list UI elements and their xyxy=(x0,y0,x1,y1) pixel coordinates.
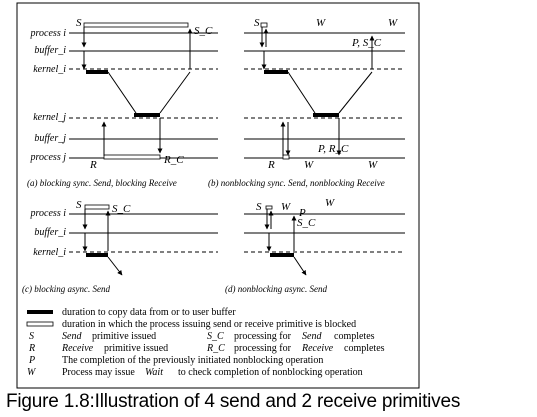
legend-w-key: W xyxy=(27,367,37,378)
legend-p-text: The completion of the previously initiat… xyxy=(62,355,323,366)
label-R: R xyxy=(267,159,275,171)
row-label-process-i: process i xyxy=(30,208,67,219)
legend-w-text2: to check completion of nonblocking opera… xyxy=(178,367,363,378)
label-S: S xyxy=(256,201,262,213)
panel-c: process i buffer_i kernel_i S S_C (c) bl… xyxy=(22,199,218,294)
blocked-bar xyxy=(260,22,268,28)
label-W: W xyxy=(368,159,378,171)
label-P: P xyxy=(298,207,306,219)
copy-bar xyxy=(270,253,294,257)
legend-s-name: Send xyxy=(62,331,82,342)
legend-rc-text1: processing for xyxy=(234,343,292,354)
legend-s-text: primitive issued xyxy=(92,331,156,342)
caption-panel-b: (b) nonblocking sync. Send, nonblocking … xyxy=(208,178,385,188)
legend: duration to copy data from or to user bu… xyxy=(26,307,385,378)
row-label-kernel-i: kernel_i xyxy=(33,64,66,75)
copy-bar xyxy=(134,113,160,117)
legend-r-key: R xyxy=(28,343,35,354)
row-label-kernel-j: kernel_j xyxy=(33,112,66,123)
copy-bar xyxy=(264,70,288,74)
blocked-bar xyxy=(265,205,273,210)
copy-bar xyxy=(86,70,108,74)
panel-d: S W W P S_C (d) nonblocking async. Send xyxy=(225,197,405,294)
panel-a: process i buffer_i kernel_i kernel_j buf… xyxy=(27,17,218,188)
copy-bar xyxy=(313,113,339,117)
legend-copy-swatch xyxy=(27,310,53,314)
label-R: R xyxy=(89,159,97,171)
label-P-R_C: P, R_C xyxy=(317,143,349,155)
legend-sc-text2: completes xyxy=(334,331,375,342)
label-P-S_C: P, S_C xyxy=(351,37,382,49)
label-S: S xyxy=(76,17,82,29)
legend-rc-key: R_C xyxy=(206,343,225,354)
figure-border xyxy=(16,2,420,389)
arrow xyxy=(159,71,191,114)
row-label-buffer-i: buffer_i xyxy=(34,45,66,56)
blocked-bar xyxy=(84,204,110,210)
legend-rc-name: Receive xyxy=(301,343,334,354)
label-W: W xyxy=(304,159,314,171)
row-label-process-j: process j xyxy=(30,152,67,163)
legend-p-key: P xyxy=(28,355,35,366)
label-R_C: R_C xyxy=(163,154,184,166)
row-label-buffer-j: buffer_j xyxy=(34,133,66,144)
legend-sc-name: Send xyxy=(302,331,322,342)
copy-bar xyxy=(86,253,108,257)
label-W: W xyxy=(316,17,326,29)
row-label-buffer-i: buffer_i xyxy=(34,227,66,238)
caption-panel-d: (d) nonblocking async. Send xyxy=(225,284,327,294)
row-label-process-i: process i xyxy=(30,28,67,39)
arrow xyxy=(287,71,316,114)
legend-r-name: Receive xyxy=(61,343,94,354)
arrow xyxy=(107,256,123,276)
blocked-bar xyxy=(83,22,189,28)
label-S: S xyxy=(76,199,82,211)
figure-caption: Figure 1.8:Illustration of 4 send and 2 … xyxy=(6,391,461,412)
legend-w-name: Wait xyxy=(145,367,163,378)
label-S_C: S_C xyxy=(194,25,213,37)
label-W: W xyxy=(325,197,335,209)
legend-sc-text1: processing for xyxy=(234,331,292,342)
label-W: W xyxy=(281,201,291,213)
label-W: W xyxy=(388,17,398,29)
legend-rc-text2: completes xyxy=(344,343,385,354)
legend-w-text1: Process may issue xyxy=(62,367,135,378)
legend-s-key: S xyxy=(29,331,34,342)
label-S_C: S_C xyxy=(112,203,131,215)
blocked-bar xyxy=(103,154,161,160)
legend-copy-text: duration to copy data from or to user bu… xyxy=(62,307,236,318)
arrow xyxy=(338,71,373,114)
panel-b: S W W P, S_C R W W P, R_C (b) nonblockin… xyxy=(208,17,405,188)
row-label-kernel-i: kernel_i xyxy=(33,247,66,258)
arrow xyxy=(107,71,137,114)
caption-panel-a: (a) blocking sync. Send, blocking Receiv… xyxy=(27,178,177,188)
blocked-bar xyxy=(282,154,290,160)
legend-blocked-swatch xyxy=(26,321,54,327)
legend-blocked-text: duration in which the process issuing se… xyxy=(62,319,356,330)
label-S_C: S_C xyxy=(297,217,316,229)
label-S: S xyxy=(254,17,260,29)
arrow xyxy=(293,256,307,276)
caption-panel-c: (c) blocking async. Send xyxy=(22,284,110,294)
legend-sc-key: S_C xyxy=(207,331,224,342)
legend-r-text: primitive issued xyxy=(104,343,168,354)
